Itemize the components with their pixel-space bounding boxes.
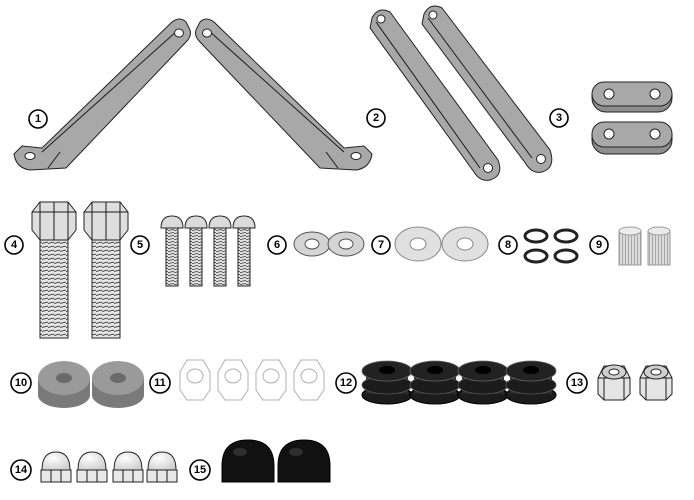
part-13-lock-nuts — [597, 364, 673, 401]
callout-9-label: 9 — [596, 239, 602, 251]
part-15-black-caps — [221, 439, 331, 483]
part-1-bent-brackets — [13, 18, 373, 171]
callout-3-label: 3 — [556, 112, 562, 124]
callout-8-label: 8 — [505, 239, 511, 251]
callout-4: 4 — [4, 235, 24, 255]
callout-7-label: 7 — [378, 239, 384, 251]
part-6-small-washers — [293, 231, 365, 257]
part-7-large-washers — [394, 226, 489, 262]
part-11-transparent-nuts — [179, 359, 325, 401]
callout-2-label: 2 — [373, 112, 379, 124]
part-3-spacer-plates — [591, 81, 673, 155]
callout-6-label: 6 — [274, 239, 280, 251]
part-9-spacer-sleeves — [618, 226, 671, 266]
part-14-cap-nuts — [40, 451, 178, 483]
callout-1-label: 1 — [35, 113, 41, 125]
part-10-thick-spacers — [38, 361, 144, 408]
part-4-hex-bolts — [31, 201, 129, 339]
callout-6: 6 — [267, 235, 287, 255]
callout-1: 1 — [28, 109, 48, 129]
part-5-button-head-screws — [160, 215, 256, 287]
callout-7: 7 — [371, 235, 391, 255]
part-12-rubber-grommets — [361, 360, 557, 405]
callout-2: 2 — [366, 108, 386, 128]
callout-10: 10 — [10, 372, 32, 394]
callout-12-label: 12 — [340, 377, 352, 389]
part-8-spring-washers — [523, 228, 579, 264]
callout-13-label: 13 — [571, 377, 583, 389]
callout-14-label: 14 — [15, 464, 28, 476]
callout-9: 9 — [589, 235, 609, 255]
callout-4-label: 4 — [11, 239, 18, 251]
callout-11: 11 — [149, 372, 171, 394]
callout-3: 3 — [549, 108, 569, 128]
callout-12: 12 — [335, 372, 357, 394]
callout-5: 5 — [130, 235, 150, 255]
callout-15: 15 — [189, 459, 211, 481]
callout-8: 8 — [498, 235, 518, 255]
callout-5-label: 5 — [137, 239, 143, 251]
callout-13: 13 — [566, 372, 588, 394]
part-2-flat-straps — [369, 5, 553, 181]
callout-11-label: 11 — [154, 377, 166, 389]
callout-10-label: 10 — [15, 377, 27, 389]
callout-14: 14 — [10, 459, 32, 481]
callout-15-label: 15 — [194, 464, 206, 476]
